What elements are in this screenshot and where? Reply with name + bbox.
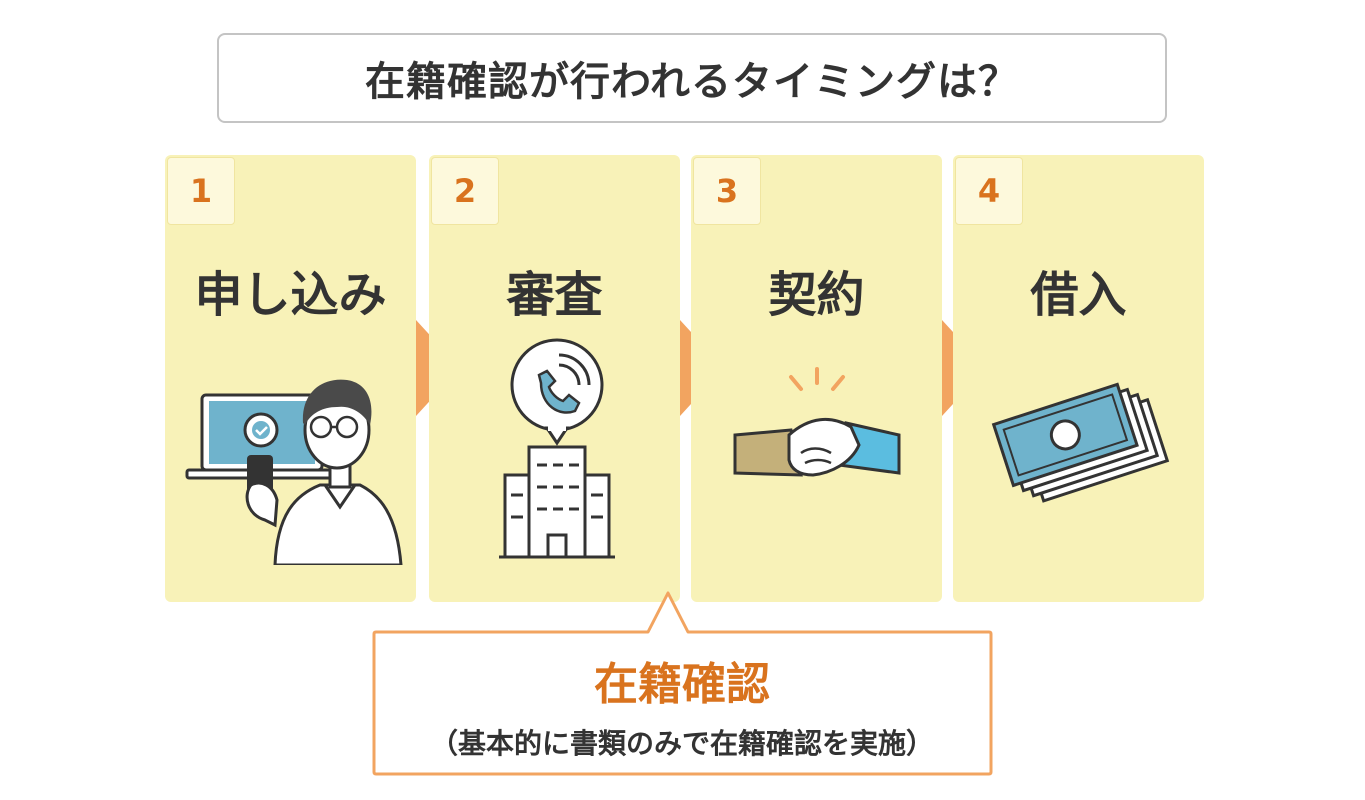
person-phone-laptop-icon (185, 379, 403, 565)
step-card-2: 2 審査 (429, 155, 680, 602)
step-number: 2 (431, 157, 499, 225)
step-card-4: 4 借入 (953, 155, 1204, 602)
money-bills-icon (991, 382, 1170, 503)
phone-building-icon (499, 338, 615, 559)
title-box: 在籍確認が行われるタイミングは？ (217, 33, 1167, 123)
callout-subtitle: （基本的に書類のみで在籍確認を実施） (429, 727, 934, 760)
callout-title: 在籍確認 (594, 659, 770, 710)
page-title: 在籍確認が行われるタイミングは？ (365, 59, 1019, 105)
step-label: 契約 (768, 267, 865, 323)
step-number: 1 (167, 157, 235, 225)
step-card-1: 1 申し込み (165, 155, 416, 602)
step-label: 申し込み (194, 267, 387, 323)
step-label: 審査 (506, 267, 603, 323)
step-label: 借入 (1030, 267, 1127, 323)
step-number: 4 (955, 157, 1023, 225)
step-number: 3 (693, 157, 761, 225)
step-card-3: 3 契約 (691, 155, 942, 602)
callout-box (372, 591, 993, 776)
handshake-icon (733, 367, 901, 477)
